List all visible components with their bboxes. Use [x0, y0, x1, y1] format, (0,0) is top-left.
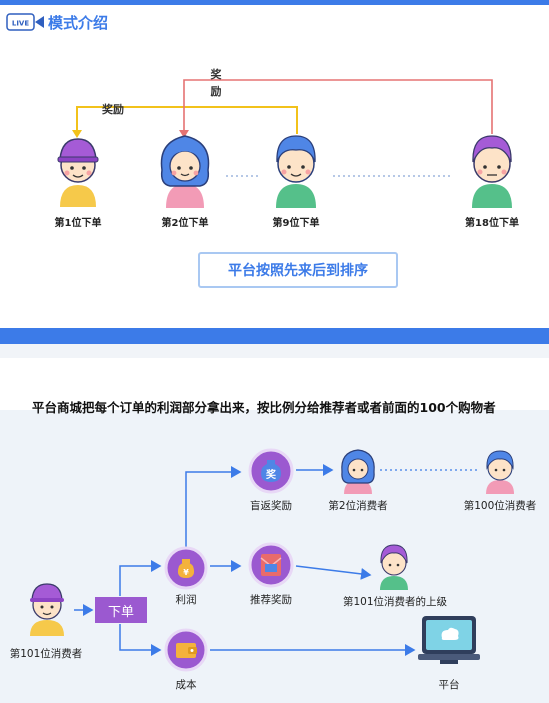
profit-share-headline: 平台商城把每个订单的利润部分拿出来，按比例分给推荐者或者前面的100个购物者 — [32, 400, 496, 415]
red-arrow-head — [179, 130, 189, 138]
person-9-avatar — [268, 130, 324, 208]
person-2-avatar — [156, 128, 214, 208]
arrow-recommend-to-superior — [295, 565, 372, 580]
person-18-avatar — [464, 130, 520, 208]
arrow-profit-to-blind — [185, 466, 242, 548]
top-accent-bar — [0, 0, 549, 5]
reward-label-top: 奖 励 — [210, 68, 222, 98]
order-box: 下单 — [95, 597, 147, 623]
cost-wallet-icon — [164, 628, 208, 672]
svg-text:¥: ¥ — [183, 568, 189, 577]
consumer-100-label: 第100位消费者 — [463, 500, 537, 512]
flow-connectors — [74, 464, 478, 656]
page-title: 模式介绍 — [48, 14, 109, 32]
reward-label-left: 奖励 — [102, 103, 124, 116]
platform-computer-icon — [418, 614, 480, 668]
superior-label: 第101位消费者的上级 — [342, 596, 448, 608]
arrow-order-to-cost — [119, 624, 162, 656]
red-reward-line — [183, 79, 493, 134]
live-camera-icon: LIVE — [6, 13, 46, 31]
consumer-100-avatar — [480, 446, 520, 494]
consumer-2-avatar — [338, 446, 378, 494]
platform-label: 平台 — [438, 679, 460, 691]
section-gap — [0, 344, 549, 358]
person-1-avatar — [52, 133, 104, 207]
blind-reward-icon: 奖 — [248, 448, 294, 494]
person-2-label: 第2位下单 — [161, 218, 209, 229]
yellow-arrow-head — [72, 130, 82, 138]
superior-avatar — [374, 540, 414, 590]
consumer-101-avatar — [24, 580, 70, 636]
mode-intro-section: LIVE 模式介绍 奖励 奖 励 — [0, 0, 549, 345]
section-divider-band — [0, 328, 549, 344]
arrow-order-to-profit — [119, 560, 162, 596]
sort-rule-box: 平台按照先来后到排序 — [198, 252, 398, 288]
consumer-2-label: 第2位消费者 — [328, 500, 388, 512]
blind-reward-label: 盲返奖励 — [250, 500, 292, 512]
person-1-label: 第1位下单 — [54, 218, 102, 229]
yellow-reward-line — [76, 106, 298, 134]
profit-money-bag-icon: ¥ — [164, 546, 208, 590]
person-9-label: 第9位下单 — [272, 218, 320, 229]
reward-connectors — [72, 79, 493, 177]
consumer-101-label: 第101位消费者 — [9, 648, 83, 660]
recommend-reward-label: 推荐奖励 — [250, 594, 292, 606]
blind-reward-icon-text: 奖 — [266, 468, 277, 481]
recommend-reward-icon — [248, 542, 294, 588]
cost-label: 成本 — [175, 679, 197, 691]
profit-label: 利润 — [175, 594, 197, 606]
live-badge-text: LIVE — [12, 20, 29, 28]
person-18-label: 第18位下单 — [465, 218, 519, 229]
